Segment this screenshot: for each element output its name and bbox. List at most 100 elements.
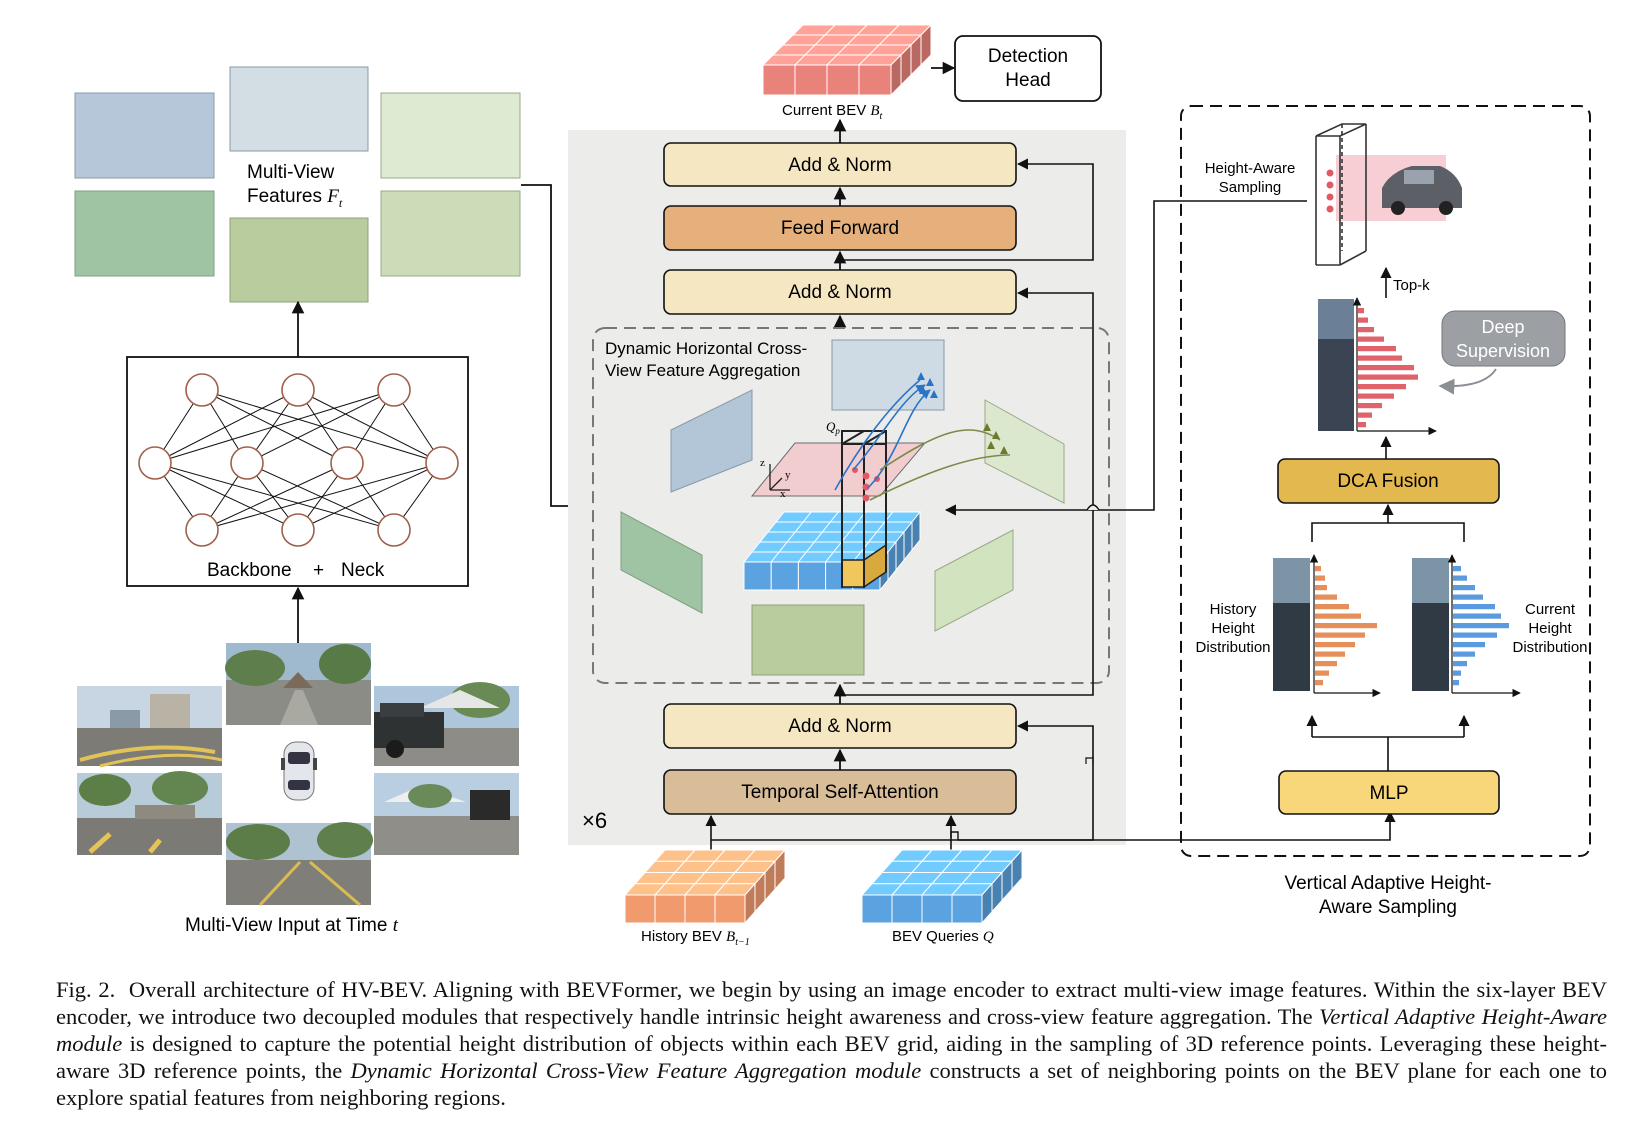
detection-head-label-2: Head	[1005, 70, 1050, 91]
history-bev-grid	[623, 848, 787, 925]
network-node	[281, 513, 315, 547]
deep-supervision-label-1: Deep	[1481, 317, 1524, 337]
height-aware-sampling: Height-Aware Sampling	[1205, 123, 1462, 266]
histogram-bar	[1315, 575, 1325, 581]
axis-y-label: y	[785, 469, 791, 481]
caption-italic-1: Vertical Adaptive Height-Aware module	[56, 1004, 1607, 1056]
current-bev-grid	[761, 23, 933, 97]
histogram-bar	[1358, 384, 1406, 390]
histogram-bar	[1453, 661, 1467, 667]
histogram-bar	[1315, 670, 1329, 676]
histogram-bar	[1315, 585, 1327, 591]
line-hop	[950, 831, 959, 840]
view-feature-left-top	[670, 389, 753, 493]
caption-text-2: is designed to capture the potential hei…	[56, 1031, 1607, 1083]
camera-image-front-right	[374, 682, 519, 766]
dist-merge-lines	[1311, 522, 1465, 542]
figure-caption: Fig. 2. Overall architecture of HV-BEV. …	[56, 976, 1607, 1111]
caption-text-1: Overall architecture of HV-BEV. Aligning…	[56, 977, 1608, 1029]
histogram-bar	[1453, 613, 1501, 619]
history-label-1: History	[1210, 601, 1257, 618]
camera-image-back-right	[374, 773, 519, 855]
histogram-bar	[1453, 604, 1495, 610]
residual-tsa-arrow	[711, 720, 1094, 841]
network-node	[425, 446, 459, 480]
histogram-bar	[1358, 355, 1402, 361]
current-height-distribution: Current Height Distribution	[1412, 554, 1588, 698]
histogram-bar	[1453, 623, 1509, 629]
queries-to-mlp-arrow	[958, 810, 1396, 841]
sample-curve-blue-2	[867, 389, 931, 489]
current-bev-label: Current BEV Bt	[782, 102, 883, 122]
sample-curve-green-1	[879, 429, 1001, 471]
view-feature-right-bottom	[934, 529, 1014, 632]
network-edge	[154, 389, 299, 464]
sample-curve-green-2	[869, 454, 1011, 501]
histogram-bar	[1315, 566, 1321, 572]
dhcva-title-2: View Feature Aggregation	[605, 361, 800, 380]
feed-forward-label: Feed Forward	[781, 218, 899, 239]
temporal-self-attention-box: Temporal Self-Attention	[663, 769, 1017, 815]
dca-fusion-label: DCA Fusion	[1337, 471, 1438, 492]
mlp-label: MLP	[1369, 783, 1408, 804]
network-node	[185, 513, 219, 547]
histogram-bar	[1358, 346, 1396, 352]
camera-image-front	[225, 643, 371, 725]
camera-image-back	[226, 822, 373, 907]
history-bev-front	[624, 894, 746, 924]
sample-curve-blue-1	[852, 384, 926, 471]
sampled-points-blue	[917, 372, 938, 398]
sampling-pillar	[1315, 123, 1367, 266]
line-hop-2	[1085, 757, 1094, 764]
history-bev-label: History BEV Bt−1	[641, 928, 750, 948]
deep-supervision-label-2: Supervision	[1456, 341, 1550, 361]
histogram-bar	[1453, 594, 1483, 600]
vahs-module-box	[1180, 105, 1591, 857]
dhcva-illustration: z y x Qp	[620, 339, 1065, 676]
neck-label: Neck	[341, 560, 385, 581]
history-label-2: Height	[1211, 620, 1255, 637]
histogram-bar	[1315, 594, 1337, 600]
current-label-3: Distribution	[1512, 639, 1587, 656]
bev-queries-side	[981, 848, 1023, 925]
architecture-diagram: Multi-View Features Ft Backbone + Neck	[74, 23, 1591, 948]
height-aware-label-2: Sampling	[1219, 179, 1282, 196]
network-node	[330, 446, 364, 480]
axis-z-label: z	[760, 457, 765, 469]
histogram-bar	[1358, 374, 1418, 380]
vahs-title-2: Aware Sampling	[1319, 897, 1457, 918]
network-edge	[201, 462, 348, 531]
network-node	[138, 446, 172, 480]
vahs-title-1: Vertical Adaptive Height-	[1284, 873, 1491, 894]
add-norm-top-label: Add & Norm	[788, 155, 891, 176]
multi-view-features: Multi-View Features Ft	[74, 66, 521, 303]
add-norm-mid-box: Add & Norm	[663, 269, 1017, 315]
network-node	[377, 373, 411, 407]
backbone-label: Backbone	[207, 560, 292, 581]
fused-height-distribution	[1318, 297, 1437, 436]
history-bev-top	[623, 849, 787, 896]
sample-curve-blue-3	[834, 379, 921, 491]
histogram-bar	[1315, 680, 1323, 686]
mlp-box: MLP	[1278, 770, 1500, 815]
histogram-bar	[1453, 680, 1459, 686]
histogram-bar	[1453, 575, 1467, 581]
bev-queries-label: BEV Queries Q	[892, 928, 994, 945]
network-edge	[246, 389, 395, 464]
dhcva-module-box	[592, 327, 1110, 684]
network-edge	[201, 462, 443, 531]
dhcva-title-1: Dynamic Horizontal Cross-	[605, 339, 807, 358]
view-feature-bottom	[751, 604, 865, 676]
multi-view-camera-images: Multi-View Input at Time t	[77, 643, 519, 936]
height-aware-label-1: Height-Aware	[1205, 160, 1296, 177]
histogram-bar	[1358, 317, 1368, 323]
current-bev-front	[762, 64, 892, 96]
network-edge	[154, 389, 395, 464]
view-feature-left-bottom	[620, 511, 703, 614]
caption-fig-label: Fig. 2.	[56, 977, 116, 1002]
history-height-distribution: History Height Distribution	[1195, 554, 1381, 698]
histogram-bar	[1358, 422, 1366, 428]
current-label-1: Current	[1525, 601, 1576, 618]
histogram-bar	[1358, 412, 1372, 418]
network-node	[281, 373, 315, 407]
